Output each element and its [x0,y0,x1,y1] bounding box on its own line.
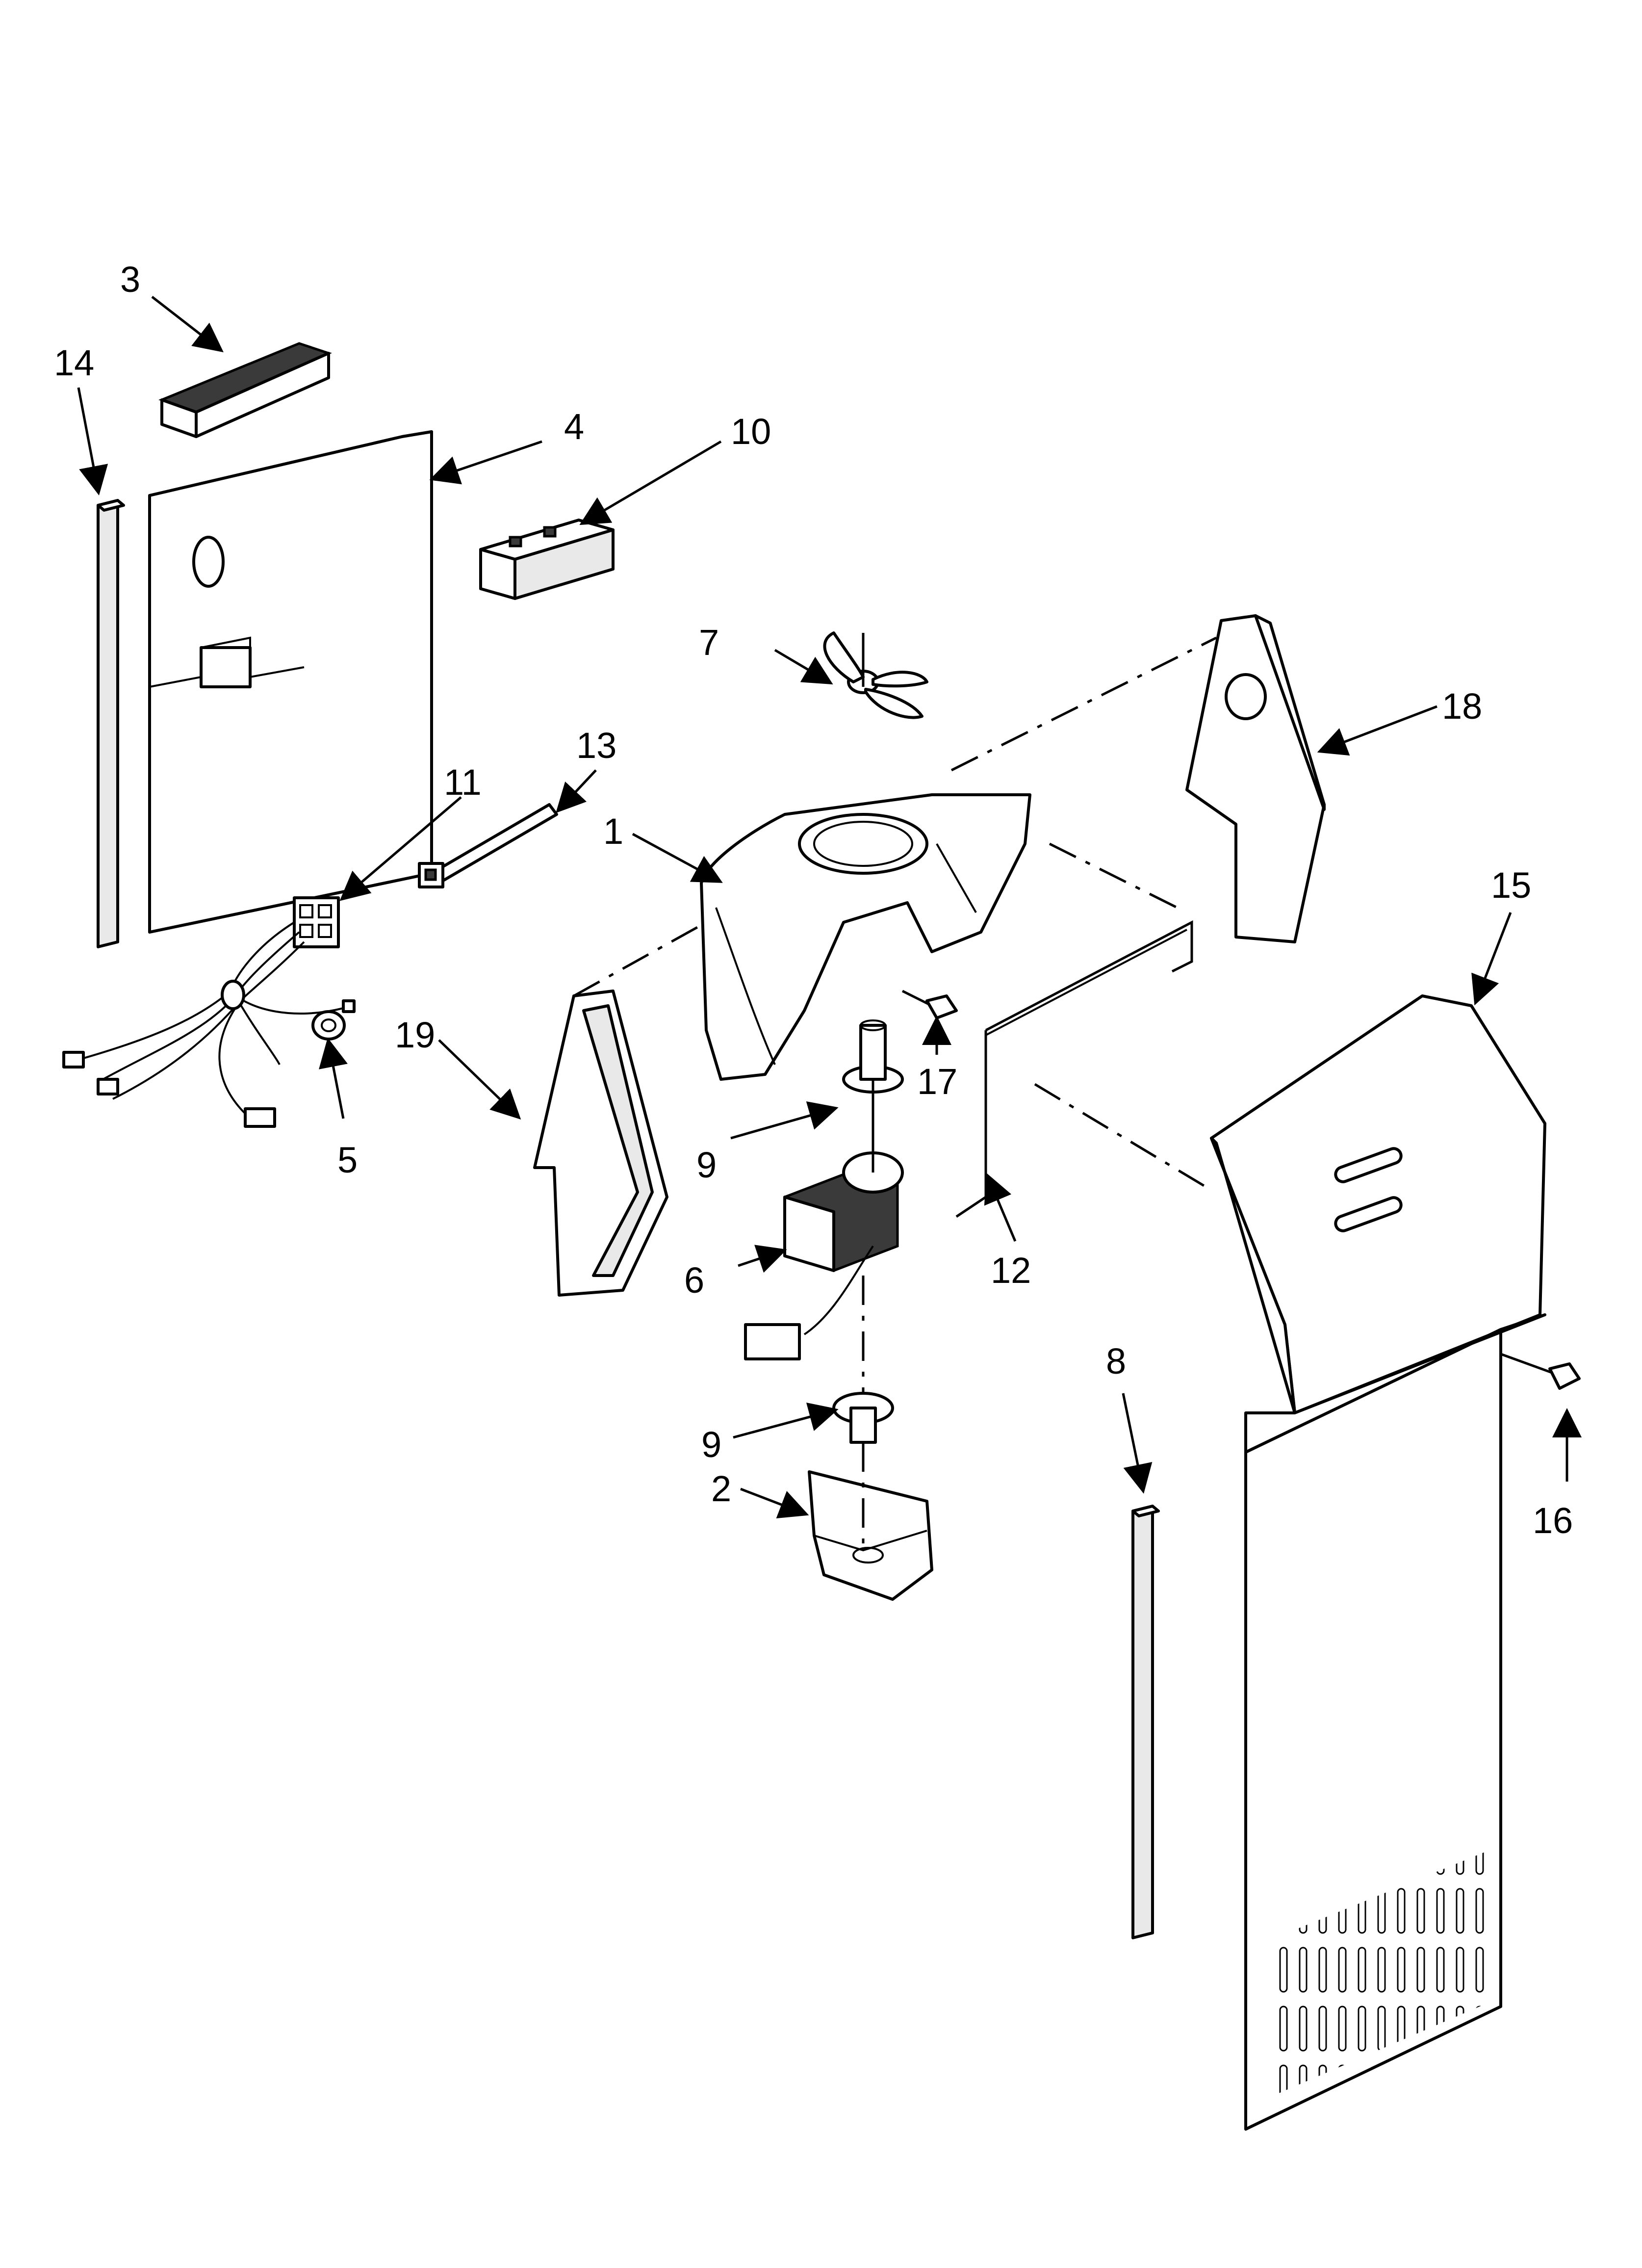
callout-18: 18 [1442,686,1482,727]
callout-4: 4 [564,406,584,447]
callout-11: 11 [444,762,482,803]
part-11-wire-harness [62,896,356,1128]
callout-19: 19 [395,1015,435,1055]
part-6-fan-motor [744,1099,904,1360]
part-17-screw [901,990,958,1019]
callout-9-upper: 9 [696,1145,717,1185]
part-14-gasket-strip [97,499,125,948]
callout-14: 14 [54,342,94,383]
leader-lines [77,296,1582,1519]
part-3-top-cover [158,342,332,438]
part-12-wire-guard [955,920,1193,1218]
part-9-bushing-lower [832,1392,894,1444]
callout-3: 3 [120,259,140,300]
part-8-gasket-strip [1131,1505,1160,1939]
part-2-motor-bracket [808,1470,933,1601]
callout-17: 17 [917,1061,957,1102]
callout-8: 8 [1106,1341,1126,1382]
part-16-screw [1500,1353,1581,1390]
callout-labels: 3 14 4 10 7 18 13 11 1 15 19 5 17 9 12 6… [54,259,1573,1541]
callout-13: 13 [576,725,616,766]
part-10-bracket [479,519,615,600]
part-18-side-baffle [1185,614,1326,943]
part-15-rear-panel [1210,994,1546,2131]
callout-5: 5 [337,1140,358,1180]
callout-9-lower: 9 [701,1424,721,1465]
part-13-cable-tie [418,803,558,888]
part-9-bushing-upper [842,1019,904,1094]
assembly-lines [573,636,1217,1550]
callout-12: 12 [991,1250,1031,1291]
callout-6: 6 [684,1260,704,1301]
part-19-side-baffle [533,990,668,1297]
callout-16: 16 [1533,1500,1573,1541]
callout-10: 10 [731,411,771,452]
callout-1: 1 [603,811,623,852]
part-5-grommet [311,1010,346,1041]
callout-15: 15 [1491,865,1531,906]
callout-7: 7 [699,622,719,663]
part-7-fan-blade [823,631,928,719]
part-1-fan-housing [700,793,1031,1081]
callout-2: 2 [711,1468,731,1509]
part-4-liner-panel [148,430,433,934]
